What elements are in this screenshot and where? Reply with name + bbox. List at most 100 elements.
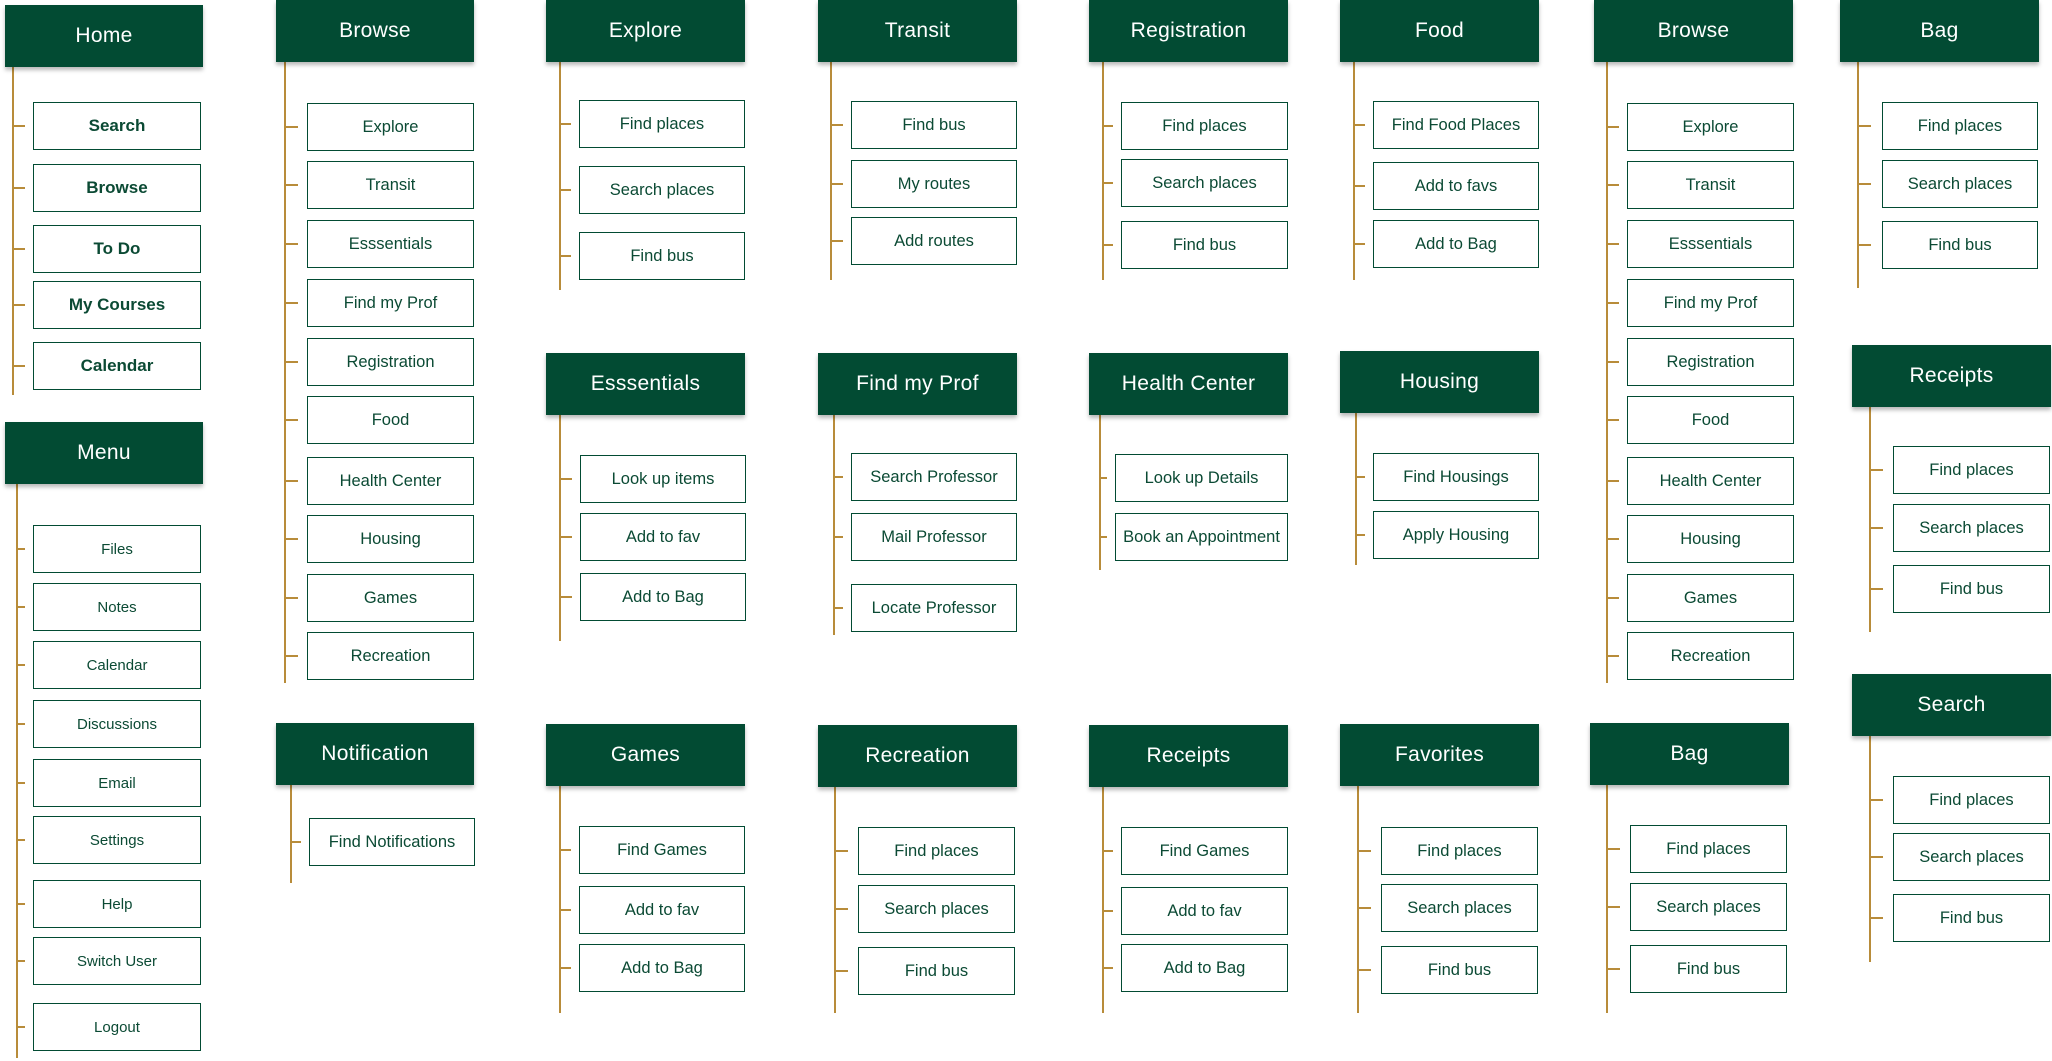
item-health-center-button[interactable]: Health Center	[307, 457, 474, 505]
item-search-places-button[interactable]: Search places	[579, 166, 745, 214]
header-receipts-12[interactable]: Receipts	[1089, 725, 1288, 787]
item-explore-button[interactable]: Explore	[307, 103, 474, 151]
header-registration-10[interactable]: Registration	[1089, 0, 1288, 62]
item-add-to-bag-button[interactable]: Add to Bag	[580, 573, 746, 621]
item-look-up-details-button[interactable]: Look up Details	[1115, 454, 1288, 502]
item-add-to-fav-button[interactable]: Add to fav	[580, 513, 746, 561]
item-find-places-button[interactable]: Find places	[1121, 102, 1288, 150]
item-look-up-items-button[interactable]: Look up items	[580, 455, 746, 503]
item-find-places-button[interactable]: Find places	[1630, 825, 1787, 873]
item-find-places-button[interactable]: Find places	[579, 100, 745, 148]
header-explore-4[interactable]: Explore	[546, 0, 745, 62]
item-find-places-button[interactable]: Find places	[858, 827, 1015, 875]
item-housing-button[interactable]: Housing	[1627, 515, 1794, 563]
item-search-professor-button[interactable]: Search Professor	[851, 453, 1017, 501]
item-switch-user-button[interactable]: Switch User	[33, 937, 201, 985]
item-find-food-places-button[interactable]: Find Food Places	[1373, 101, 1539, 149]
item-transit-button[interactable]: Transit	[1627, 161, 1794, 209]
item-calendar-button[interactable]: Calendar	[33, 641, 201, 689]
header-browse-16[interactable]: Browse	[1594, 0, 1793, 62]
item-search-places-button[interactable]: Search places	[1882, 160, 2038, 208]
item-mail-professor-button[interactable]: Mail Professor	[851, 513, 1017, 561]
item-find-places-button[interactable]: Find places	[1882, 102, 2038, 150]
header-bag-17[interactable]: Bag	[1590, 723, 1789, 785]
item-to-do-button[interactable]: To Do	[33, 225, 201, 273]
header-recreation-9[interactable]: Recreation	[818, 725, 1017, 787]
item-find-my-prof-button[interactable]: Find my Prof	[1627, 279, 1794, 327]
item-settings-button[interactable]: Settings	[33, 816, 201, 864]
item-notes-button[interactable]: Notes	[33, 583, 201, 631]
item-search-places-button[interactable]: Search places	[1893, 833, 2050, 881]
item-find-places-button[interactable]: Find places	[1893, 776, 2050, 824]
item-locate-professor-button[interactable]: Locate Professor	[851, 584, 1017, 632]
item-search-places-button[interactable]: Search places	[1381, 884, 1538, 932]
item-explore-button[interactable]: Explore	[1627, 103, 1794, 151]
header-esssentials-5[interactable]: Esssentials	[546, 353, 745, 415]
item-find-places-button[interactable]: Find places	[1381, 827, 1538, 875]
item-games-button[interactable]: Games	[307, 574, 474, 622]
item-search-button[interactable]: Search	[33, 102, 201, 150]
item-find-bus-button[interactable]: Find bus	[1630, 945, 1787, 993]
item-find-bus-button[interactable]: Find bus	[579, 232, 745, 280]
item-registration-button[interactable]: Registration	[307, 338, 474, 386]
item-housing-button[interactable]: Housing	[307, 515, 474, 563]
item-my-courses-button[interactable]: My Courses	[33, 281, 201, 329]
item-transit-button[interactable]: Transit	[307, 161, 474, 209]
item-find-bus-button[interactable]: Find bus	[1121, 221, 1288, 269]
item-add-to-bag-button[interactable]: Add to Bag	[1121, 944, 1288, 992]
header-health-center-11[interactable]: Health Center	[1089, 353, 1288, 415]
item-add-to-fav-button[interactable]: Add to fav	[1121, 887, 1288, 935]
header-menu-1[interactable]: Menu	[5, 422, 203, 484]
item-calendar-button[interactable]: Calendar	[33, 342, 201, 390]
item-find-bus-button[interactable]: Find bus	[1882, 221, 2038, 269]
item-find-games-button[interactable]: Find Games	[579, 826, 745, 874]
item-find-bus-button[interactable]: Find bus	[1893, 565, 2050, 613]
item-logout-button[interactable]: Logout	[33, 1003, 201, 1051]
header-food-13[interactable]: Food	[1340, 0, 1539, 62]
item-add-to-fav-button[interactable]: Add to fav	[579, 886, 745, 934]
item-esssentials-button[interactable]: Esssentials	[307, 220, 474, 268]
item-food-button[interactable]: Food	[307, 396, 474, 444]
item-find-bus-button[interactable]: Find bus	[851, 101, 1017, 149]
item-recreation-button[interactable]: Recreation	[307, 632, 474, 680]
item-find-games-button[interactable]: Find Games	[1121, 827, 1288, 875]
item-find-my-prof-button[interactable]: Find my Prof	[307, 279, 474, 327]
item-book-an-appointment-button[interactable]: Book an Appointment	[1115, 513, 1288, 561]
item-search-places-button[interactable]: Search places	[1893, 504, 2050, 552]
header-games-6[interactable]: Games	[546, 724, 745, 786]
item-search-places-button[interactable]: Search places	[858, 885, 1015, 933]
item-health-center-button[interactable]: Health Center	[1627, 457, 1794, 505]
item-find-bus-button[interactable]: Find bus	[1381, 946, 1538, 994]
header-transit-7[interactable]: Transit	[818, 0, 1017, 62]
item-search-places-button[interactable]: Search places	[1630, 883, 1787, 931]
header-notification-3[interactable]: Notification	[276, 723, 474, 785]
item-browse-button[interactable]: Browse	[33, 164, 201, 212]
item-help-button[interactable]: Help	[33, 880, 201, 928]
header-home-0[interactable]: Home	[5, 5, 203, 67]
header-browse-2[interactable]: Browse	[276, 0, 474, 62]
item-find-bus-button[interactable]: Find bus	[1893, 894, 2050, 942]
item-add-to-bag-button[interactable]: Add to Bag	[579, 944, 745, 992]
header-receipts-19[interactable]: Receipts	[1852, 345, 2051, 407]
item-find-bus-button[interactable]: Find bus	[858, 947, 1015, 995]
header-favorites-15[interactable]: Favorites	[1340, 724, 1539, 786]
item-my-routes-button[interactable]: My routes	[851, 160, 1017, 208]
item-files-button[interactable]: Files	[33, 525, 201, 573]
header-search-20[interactable]: Search	[1852, 674, 2051, 736]
item-games-button[interactable]: Games	[1627, 574, 1794, 622]
header-bag-18[interactable]: Bag	[1840, 0, 2039, 62]
item-email-button[interactable]: Email	[33, 759, 201, 807]
item-discussions-button[interactable]: Discussions	[33, 700, 201, 748]
item-find-housings-button[interactable]: Find Housings	[1373, 453, 1539, 501]
header-find-my-prof-8[interactable]: Find my Prof	[818, 353, 1017, 415]
item-find-notifications-button[interactable]: Find Notifications	[309, 818, 475, 866]
item-find-places-button[interactable]: Find places	[1893, 446, 2050, 494]
item-food-button[interactable]: Food	[1627, 396, 1794, 444]
item-apply-housing-button[interactable]: Apply Housing	[1373, 511, 1539, 559]
item-add-to-bag-button[interactable]: Add to Bag	[1373, 220, 1539, 268]
item-search-places-button[interactable]: Search places	[1121, 159, 1288, 207]
header-housing-14[interactable]: Housing	[1340, 351, 1539, 413]
item-esssentials-button[interactable]: Esssentials	[1627, 220, 1794, 268]
item-registration-button[interactable]: Registration	[1627, 338, 1794, 386]
item-add-to-favs-button[interactable]: Add to favs	[1373, 162, 1539, 210]
